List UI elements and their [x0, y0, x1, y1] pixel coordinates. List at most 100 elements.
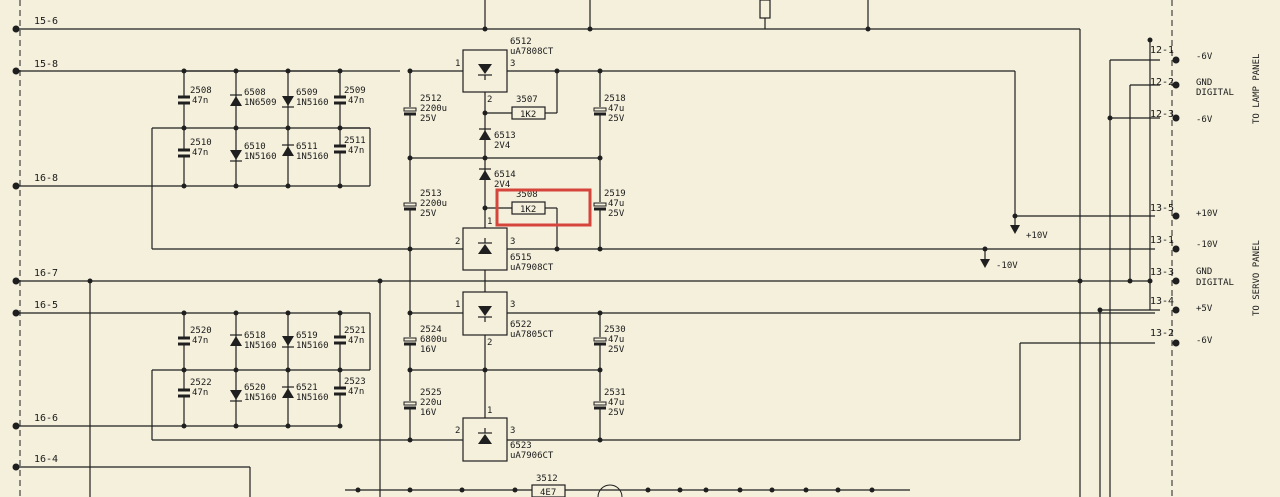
- svg-text:6511: 6511: [296, 142, 318, 152]
- regulator-6515: 1 2 3 6515 uA7908CT: [455, 217, 554, 273]
- svg-text:2509: 2509: [344, 86, 366, 96]
- diode-6519: 6519 1N5160: [282, 331, 329, 351]
- svg-text:47n: 47n: [192, 336, 208, 346]
- svg-text:-6V: -6V: [1196, 52, 1213, 62]
- svg-text:220u: 220u: [420, 398, 442, 408]
- svg-text:6512: 6512: [510, 37, 532, 47]
- svg-text:1N5160: 1N5160: [244, 393, 277, 403]
- bridge-rectifier-bottom: 2520 47n 2521 47n 2522 47n 2523 47n: [60, 310, 371, 440]
- svg-text:6509: 6509: [296, 88, 318, 98]
- svg-text:3512: 3512: [536, 474, 558, 484]
- connector-16-6: 16-6: [12, 413, 60, 430]
- connector-13-2: 13-2 -6V: [1150, 328, 1213, 347]
- svg-text:47n: 47n: [348, 387, 364, 397]
- svg-text:47n: 47n: [192, 388, 208, 398]
- svg-text:1N5160: 1N5160: [244, 152, 277, 162]
- connector-16-5: 16-5: [12, 300, 370, 317]
- svg-text:+10V: +10V: [1026, 231, 1048, 241]
- svg-text:6510: 6510: [244, 142, 266, 152]
- diode-6521: 6521 1N5160: [282, 383, 329, 403]
- svg-text:2518: 2518: [604, 94, 626, 104]
- svg-text:2513: 2513: [420, 189, 442, 199]
- resistor-3507: 3507 1K2: [511, 95, 546, 120]
- elcap-2519: 2519 47u 25V: [593, 189, 626, 219]
- svg-text:1N6509: 1N6509: [244, 98, 277, 108]
- svg-text:GND: GND: [1196, 78, 1212, 88]
- svg-text:1N5160: 1N5160: [296, 393, 329, 403]
- svg-text:25V: 25V: [608, 209, 625, 219]
- svg-text:2200u: 2200u: [420, 104, 447, 114]
- connector-12-1: 12-1 -6V: [1150, 45, 1213, 64]
- svg-text:6508: 6508: [244, 88, 266, 98]
- capacitor-2520: 2520 47n: [178, 326, 212, 346]
- svg-text:13-5: 13-5: [1150, 203, 1174, 214]
- svg-text:2510: 2510: [190, 138, 212, 148]
- svg-text:13-2: 13-2: [1150, 328, 1174, 339]
- svg-text:3: 3: [510, 426, 515, 436]
- svg-text:1: 1: [455, 300, 460, 310]
- svg-text:3: 3: [510, 300, 515, 310]
- svg-text:1: 1: [455, 59, 460, 69]
- svg-text:1N5160: 1N5160: [296, 98, 329, 108]
- svg-text:2520: 2520: [190, 326, 212, 336]
- connector-label: 16-6: [34, 413, 58, 424]
- svg-text:2508: 2508: [190, 86, 212, 96]
- rail-minus10: -10V: [980, 246, 1018, 271]
- svg-text:2519: 2519: [604, 189, 626, 199]
- svg-text:DIGITAL: DIGITAL: [1196, 88, 1234, 98]
- svg-text:2521: 2521: [344, 326, 366, 336]
- svg-text:2: 2: [455, 237, 460, 247]
- elcap-2531: 2531 47u 25V: [593, 388, 626, 418]
- elcap-2513: 2513 2200u 25V: [403, 189, 447, 219]
- connector-13-1: 13-1 -10V: [1150, 235, 1218, 253]
- svg-text:6513: 6513: [494, 131, 516, 141]
- diode-6509: 6509 1N5160: [282, 88, 329, 108]
- svg-text:1: 1: [487, 217, 492, 227]
- svg-text:47n: 47n: [192, 96, 208, 106]
- svg-text:47n: 47n: [348, 146, 364, 156]
- svg-text:2: 2: [487, 95, 492, 105]
- regulator-6523: 1 2 3 6523 uA7906CT: [455, 406, 554, 462]
- svg-text:1N5160: 1N5160: [244, 341, 277, 351]
- svg-text:2525: 2525: [420, 388, 442, 398]
- capacitor-2523: 2523 47n: [334, 377, 366, 397]
- svg-text:6515: 6515: [510, 253, 532, 263]
- svg-text:uA7805CT: uA7805CT: [510, 330, 554, 340]
- svg-text:47n: 47n: [348, 336, 364, 346]
- connector-label: 16-4: [34, 454, 58, 465]
- svg-text:6523: 6523: [510, 441, 532, 451]
- svg-text:+5V: +5V: [1196, 304, 1213, 314]
- elcap-2512: 2512 2200u 25V: [403, 94, 447, 124]
- rail-plus10: +10V: [1010, 213, 1048, 241]
- main-wiring: [152, 0, 1155, 497]
- regulator-6522: 1 2 3 6522 uA7805CT: [455, 291, 554, 348]
- svg-text:47u: 47u: [608, 398, 624, 408]
- svg-text:25V: 25V: [608, 114, 625, 124]
- svg-text:47u: 47u: [608, 104, 624, 114]
- svg-text:1: 1: [487, 406, 492, 416]
- svg-text:2: 2: [455, 426, 460, 436]
- svg-text:1N5160: 1N5160: [296, 152, 329, 162]
- elcap-2518: 2518 47u 25V: [593, 94, 626, 124]
- capacitor-2522: 2522 47n: [178, 378, 212, 398]
- svg-text:47n: 47n: [192, 148, 208, 158]
- capacitor-2521: 2521 47n: [334, 326, 366, 346]
- svg-text:DIGITAL: DIGITAL: [1196, 278, 1234, 288]
- svg-text:12-2: 12-2: [1150, 77, 1174, 88]
- elcap-2530: 2530 47u 25V: [593, 325, 626, 355]
- svg-text:25V: 25V: [608, 345, 625, 355]
- zener-6514: 6514 2V4: [479, 168, 516, 190]
- connector-label: 15-6: [34, 16, 58, 27]
- svg-text:2511: 2511: [344, 136, 366, 146]
- svg-text:47n: 47n: [348, 96, 364, 106]
- capacitor-2511: 2511 47n: [334, 136, 366, 156]
- svg-text:6520: 6520: [244, 383, 266, 393]
- svg-text:12-3: 12-3: [1150, 109, 1174, 120]
- diode-6510: 6510 1N5160: [230, 142, 277, 162]
- connector-13-3: 13-3 GND DIGITAL: [1150, 267, 1234, 288]
- svg-text:uA7808CT: uA7808CT: [510, 47, 554, 57]
- svg-text:3508: 3508: [516, 190, 538, 200]
- elcap-2525: 2525 220u 16V: [403, 388, 442, 418]
- svg-text:2V4: 2V4: [494, 180, 510, 190]
- connector-16-8: 16-8: [12, 173, 60, 190]
